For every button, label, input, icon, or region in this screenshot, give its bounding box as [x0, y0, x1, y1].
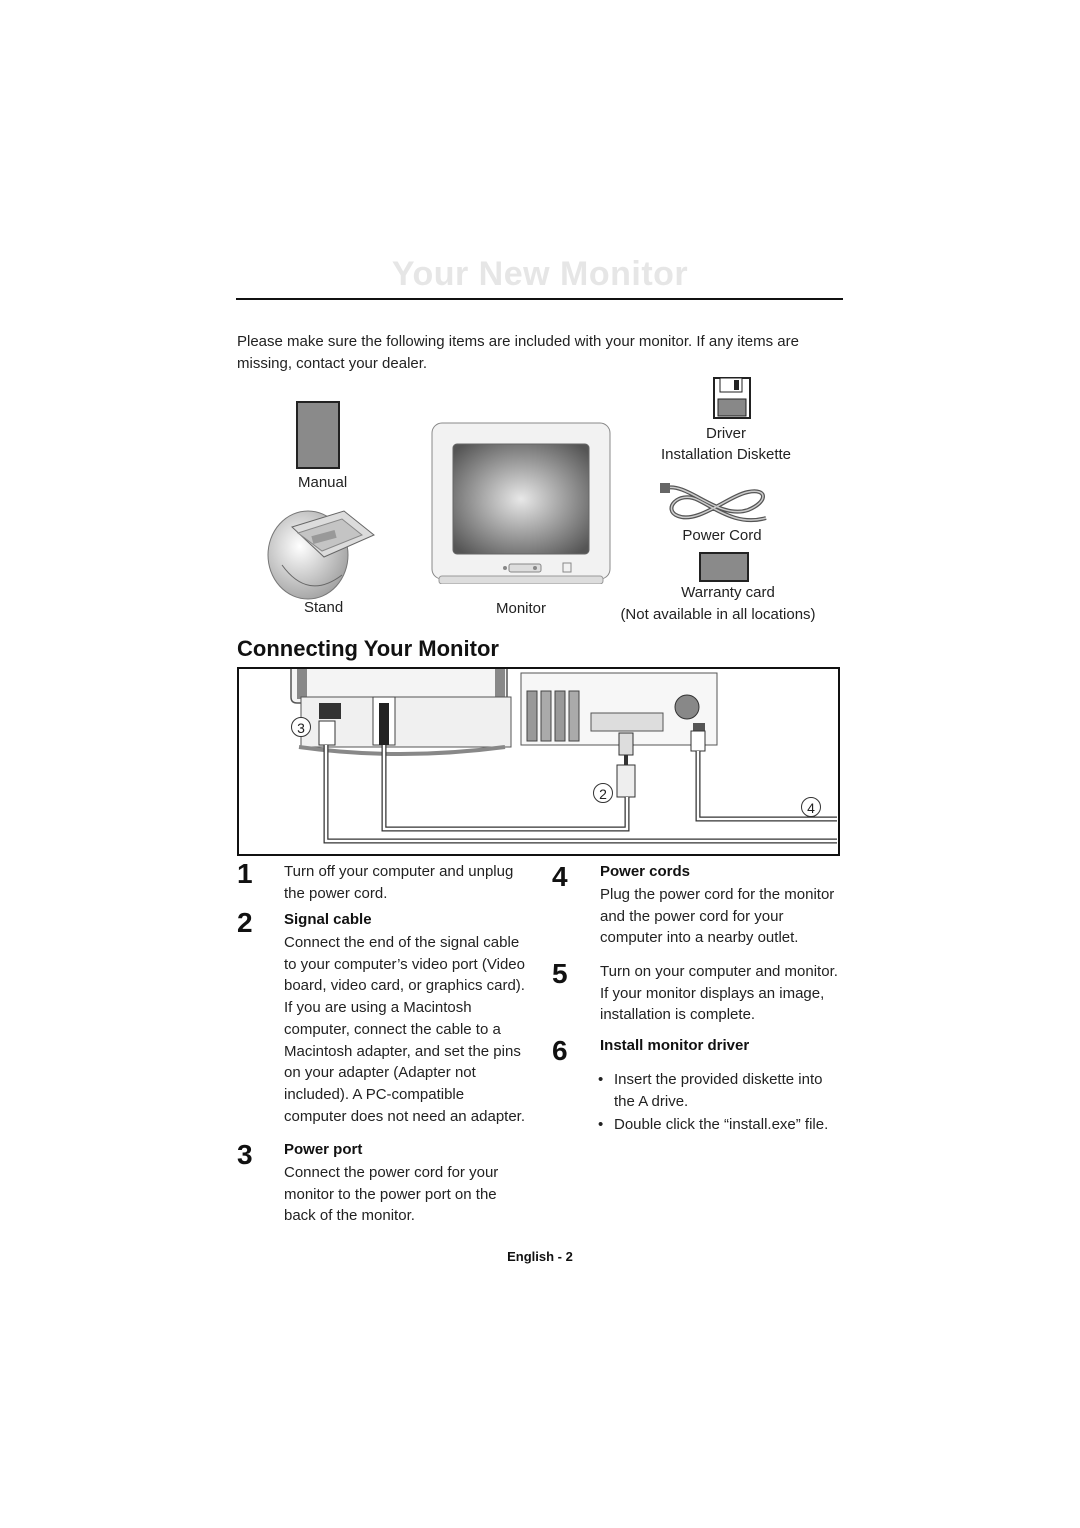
stand-illustration: [267, 510, 375, 600]
section-heading: Connecting Your Monitor: [237, 636, 499, 661]
bullet-marker: •: [598, 1071, 604, 1088]
power-cord-illustration: [660, 483, 767, 523]
step-text: Connect the end of the signal cable to y…: [284, 934, 526, 1125]
manual-label: Manual: [298, 474, 348, 491]
step-number: 3: [237, 1139, 253, 1170]
step-heading: Install monitor driver: [600, 1037, 750, 1054]
connection-diagram: 3 2 4: [237, 667, 840, 856]
step-text: Connect the power cord for your monitor …: [284, 1164, 499, 1225]
page-footer: English - 2: [507, 1249, 573, 1264]
callout-3: 3: [291, 717, 311, 737]
warranty-label: Warranty card: [681, 584, 775, 601]
bullet-marker: •: [598, 1116, 604, 1133]
driver-label: Driver: [706, 425, 746, 442]
callout-4: 4: [801, 797, 821, 817]
step-text: Turn on your computer and monitor. If yo…: [600, 963, 838, 1024]
step-heading: Signal cable: [284, 911, 372, 928]
monitor-label: Monitor: [496, 600, 547, 617]
callout-2: 2: [593, 783, 613, 803]
step-number: 5: [552, 958, 568, 989]
step-number: 6: [552, 1035, 568, 1066]
intro-text: Please make sure the following items are…: [237, 333, 799, 372]
step-text: Plug the power cord for the monitor and …: [600, 886, 835, 947]
manual-illustration: [296, 401, 340, 469]
step-heading: Power port: [284, 1141, 363, 1158]
driver-label-line2: Installation Diskette: [660, 446, 792, 463]
power-cord-label: Power Cord: [682, 527, 762, 544]
step-text: Turn off your computer and unplug the po…: [284, 863, 514, 902]
stand-label: Stand: [304, 599, 344, 616]
warranty-card-illustration: [699, 552, 749, 582]
bullet-item: Double click the “install.exe” file.: [614, 1116, 829, 1133]
step-number: 1: [237, 858, 253, 889]
diskette-icon: [713, 377, 751, 419]
step-heading: Power cords: [600, 863, 691, 880]
bullet-item: Insert the provided diskette into the A …: [614, 1071, 823, 1110]
step-number: 2: [237, 907, 253, 938]
title-rule: [236, 298, 843, 300]
monitor-illustration: [431, 422, 611, 584]
page-title: Your New Monitor: [391, 255, 689, 293]
warranty-note: (Not available in all locations): [620, 606, 816, 623]
connection-diagram-drawing: [290, 669, 837, 844]
step-number: 4: [552, 861, 568, 892]
